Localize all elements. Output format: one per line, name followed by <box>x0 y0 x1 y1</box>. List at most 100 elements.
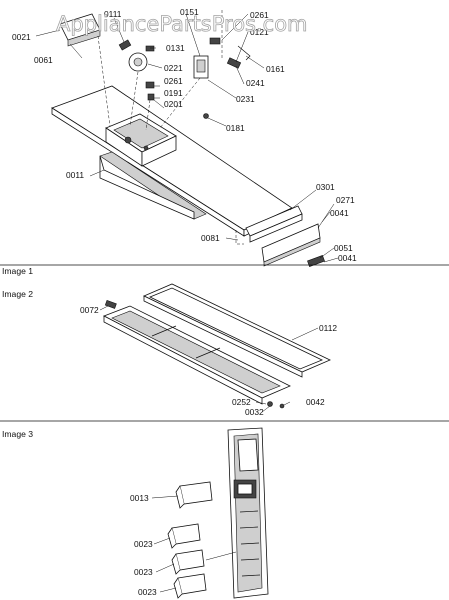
knob-clip <box>118 39 132 51</box>
damper-control-face <box>196 59 206 73</box>
door-liner <box>233 433 263 593</box>
part-callout: 0231 <box>236 94 255 104</box>
leader-line <box>147 63 163 69</box>
part-callout: 0023 <box>134 567 153 577</box>
wire-harness <box>237 45 251 61</box>
leader-line <box>283 401 291 406</box>
section-label: Image 1 <box>2 266 33 276</box>
control-knob-boss <box>124 136 132 144</box>
part-callout: 0032 <box>245 407 264 417</box>
leader-line <box>289 189 317 211</box>
crisper-frame-inner <box>111 310 281 394</box>
part-callout: 0131 <box>166 43 185 53</box>
lamp-bulb <box>147 93 155 101</box>
frame-divider <box>151 325 177 337</box>
leader-line <box>207 79 237 99</box>
section-label: Image 2 <box>2 289 33 299</box>
lamp-socket <box>145 81 155 89</box>
door-liner-upper <box>237 438 259 472</box>
screw <box>267 401 273 407</box>
glass-shelf-inner <box>149 287 323 370</box>
control-box-side <box>141 135 177 167</box>
leader-line <box>69 43 83 59</box>
part-callout: 0011 <box>66 170 84 180</box>
frame-divider <box>195 347 221 359</box>
part-callout: 0081 <box>201 233 220 243</box>
leader-line <box>153 537 171 545</box>
glass-shelf-edge <box>143 295 303 378</box>
screw <box>203 113 209 119</box>
leader-line <box>35 29 61 37</box>
leader-line <box>255 401 267 405</box>
door-bin <box>167 523 201 549</box>
dispenser-opening <box>237 483 253 495</box>
leader-line <box>205 551 237 561</box>
assembly-line <box>129 71 139 127</box>
part-callout: 0221 <box>164 63 183 73</box>
leader-line <box>319 247 335 259</box>
image3-drawing <box>151 427 269 599</box>
part-callout: 0271 <box>336 195 355 205</box>
light-switch <box>226 57 242 69</box>
leader-line <box>323 257 339 263</box>
assembly-line <box>159 77 201 129</box>
part-callout: 0023 <box>134 539 153 549</box>
leader-line <box>317 203 335 229</box>
door-bin-upper <box>175 481 213 509</box>
control-knob-center <box>133 57 143 67</box>
switch-clip <box>209 37 221 45</box>
leader-line <box>159 587 177 593</box>
part-callout: 0151 <box>180 7 199 17</box>
door-bin <box>173 573 207 599</box>
leader-line <box>99 305 109 311</box>
image2-drawing <box>99 283 331 413</box>
part-callout: 0181 <box>226 123 245 133</box>
image1-drawing <box>35 10 339 267</box>
leader-line <box>291 327 319 341</box>
part-callout: 0041 <box>338 253 357 263</box>
assembly-line <box>145 99 151 131</box>
section-label: Image 3 <box>2 429 33 439</box>
end-cap-edge <box>249 213 303 243</box>
part-callout: 0072 <box>80 305 99 315</box>
part-callout: 0252 <box>232 397 251 407</box>
leader-line <box>185 13 201 57</box>
leader-line <box>221 13 249 41</box>
part-callout: 0241 <box>246 78 265 88</box>
control-screw-boss <box>143 145 149 151</box>
part-callout: 0021 <box>12 32 31 42</box>
part-callout: 0301 <box>316 182 335 192</box>
part-callout: 0201 <box>164 99 183 109</box>
leader-line <box>153 99 165 109</box>
assembly-line <box>97 35 111 127</box>
part-callout: 0191 <box>164 88 183 98</box>
door-bin <box>171 549 205 575</box>
part-callout: 0051 <box>334 243 353 253</box>
part-callout: 0111 <box>104 9 122 19</box>
leader-line <box>235 31 249 63</box>
hinge-bracket <box>307 255 325 267</box>
leader-line <box>151 495 179 499</box>
leader-line <box>155 563 175 573</box>
part-callout: 0261 <box>250 10 269 20</box>
leader-line <box>89 169 105 177</box>
leader-line <box>225 237 239 241</box>
washer <box>279 403 285 409</box>
part-callout: 0261 <box>164 76 183 86</box>
knob-insert <box>145 45 155 52</box>
frame-clip <box>104 300 117 309</box>
leader-line <box>113 17 125 43</box>
leader-line <box>207 117 227 127</box>
leader-line <box>261 405 271 413</box>
thermostat-cover-edge <box>67 29 101 47</box>
watermark: AppliancePartsPros.com <box>56 12 308 36</box>
control-box-recess <box>113 118 169 149</box>
part-callout: 0041 <box>330 208 349 218</box>
door-rails <box>239 510 261 577</box>
part-callout: 0023 <box>138 587 157 597</box>
part-callout: 0112 <box>319 323 337 333</box>
part-callout: 0013 <box>130 493 149 503</box>
crisper-frame-edge <box>103 315 263 405</box>
